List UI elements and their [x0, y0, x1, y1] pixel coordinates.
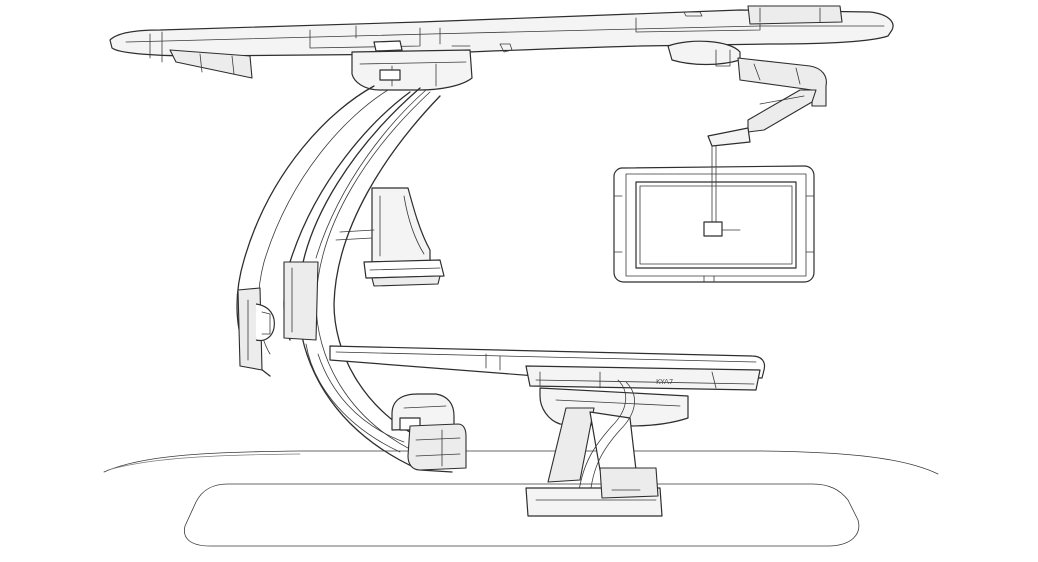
xray-tube — [391, 393, 467, 471]
c-arm — [236, 85, 453, 473]
monitor-arm — [667, 40, 827, 169]
patient-table-top: KYA7 — [329, 345, 766, 391]
floor — [103, 450, 939, 475]
ceiling-carriage — [351, 49, 473, 91]
device-label: KYA7 — [656, 378, 673, 386]
xray-detector — [335, 187, 445, 287]
monitor — [613, 165, 815, 283]
floor-mat — [183, 483, 860, 547]
table-pedestal — [525, 379, 689, 517]
